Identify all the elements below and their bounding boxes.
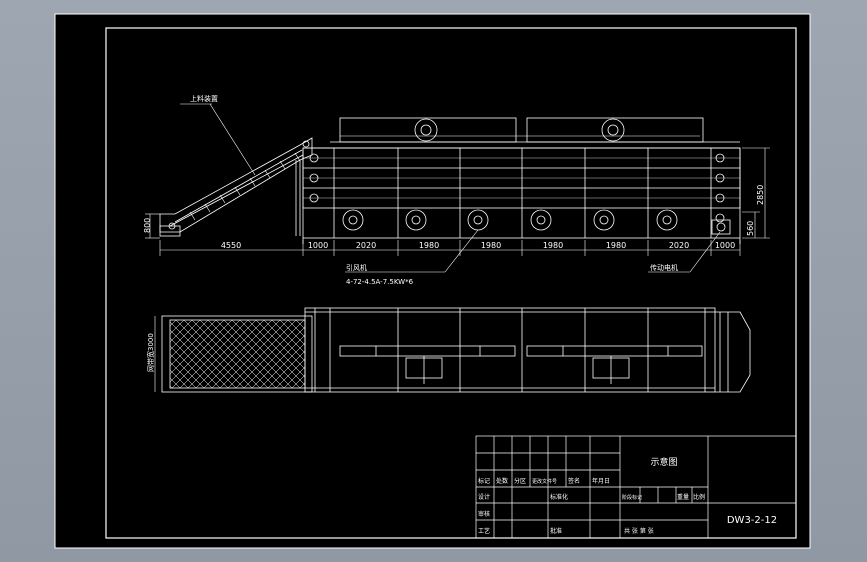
feeder-leader [209, 103, 256, 176]
tb-label-weight: 重量 [677, 493, 689, 501]
dim-2850: 2850 [756, 185, 765, 205]
tb-label-process: 工艺 [478, 527, 490, 535]
dimension-chain [159, 240, 741, 256]
tb-label-sheets: 共 张 第 张 [624, 527, 654, 535]
vertical-dimensions [145, 147, 770, 239]
fan-title-label: 引风机 [346, 263, 367, 272]
tb-label-scale: 比例 [693, 493, 705, 501]
tb-label-doc: 更改文件号 [532, 478, 557, 485]
tb-label-mark: 标记 [478, 477, 490, 485]
tb-label-count: 处数 [496, 477, 508, 485]
fan-model-label: 4-72-4.5A-7.5KW*6 [346, 278, 414, 286]
dim-plan-width: 网带宽3000 [146, 333, 155, 372]
sheet-inner-frame [105, 27, 797, 539]
tb-label-review: 审核 [478, 510, 490, 518]
dim-800: 800 [143, 218, 152, 233]
feeder-conveyor [159, 137, 313, 237]
dim-1000-right: 1000 [715, 241, 735, 250]
drawing-text: 上料装置 引风机 4-72-4.5A-7.5KW*6 传动电机 4550 100… [143, 94, 777, 535]
dim-1980-d: 1980 [606, 241, 626, 250]
tb-label-date: 年月日 [592, 477, 610, 485]
sheet-outer-border [54, 13, 811, 549]
dryer-body [302, 117, 741, 244]
feeder-label: 上料装置 [190, 94, 218, 103]
tb-label-approve: 批准 [550, 527, 562, 535]
dim-1000-left: 1000 [308, 241, 328, 250]
dim-560: 560 [746, 221, 755, 236]
title-drawing-number: DW3-2-12 [727, 515, 777, 526]
dim-2020-right: 2020 [669, 241, 689, 250]
tb-label-sign: 签名 [568, 477, 580, 485]
feeder-mesh-belt [169, 319, 306, 389]
plan-view [154, 307, 751, 393]
dim-1980-c: 1980 [543, 241, 563, 250]
dim-1980-b: 1980 [481, 241, 501, 250]
elevation-view [145, 103, 770, 273]
fan-row [342, 209, 678, 231]
dim-1980-a: 1980 [419, 241, 439, 250]
title-block [475, 435, 797, 539]
dim-2020-left: 2020 [356, 241, 376, 250]
tb-label-stage: 阶段标记 [622, 494, 642, 501]
tb-label-design: 设计 [478, 493, 490, 501]
tb-label-zone: 分区 [514, 477, 526, 485]
drive-motor-label: 传动电机 [650, 263, 678, 272]
title-drawing-name: 示意图 [650, 456, 677, 468]
dim-4550: 4550 [221, 241, 241, 250]
tb-label-standard: 标准化 [550, 493, 568, 501]
